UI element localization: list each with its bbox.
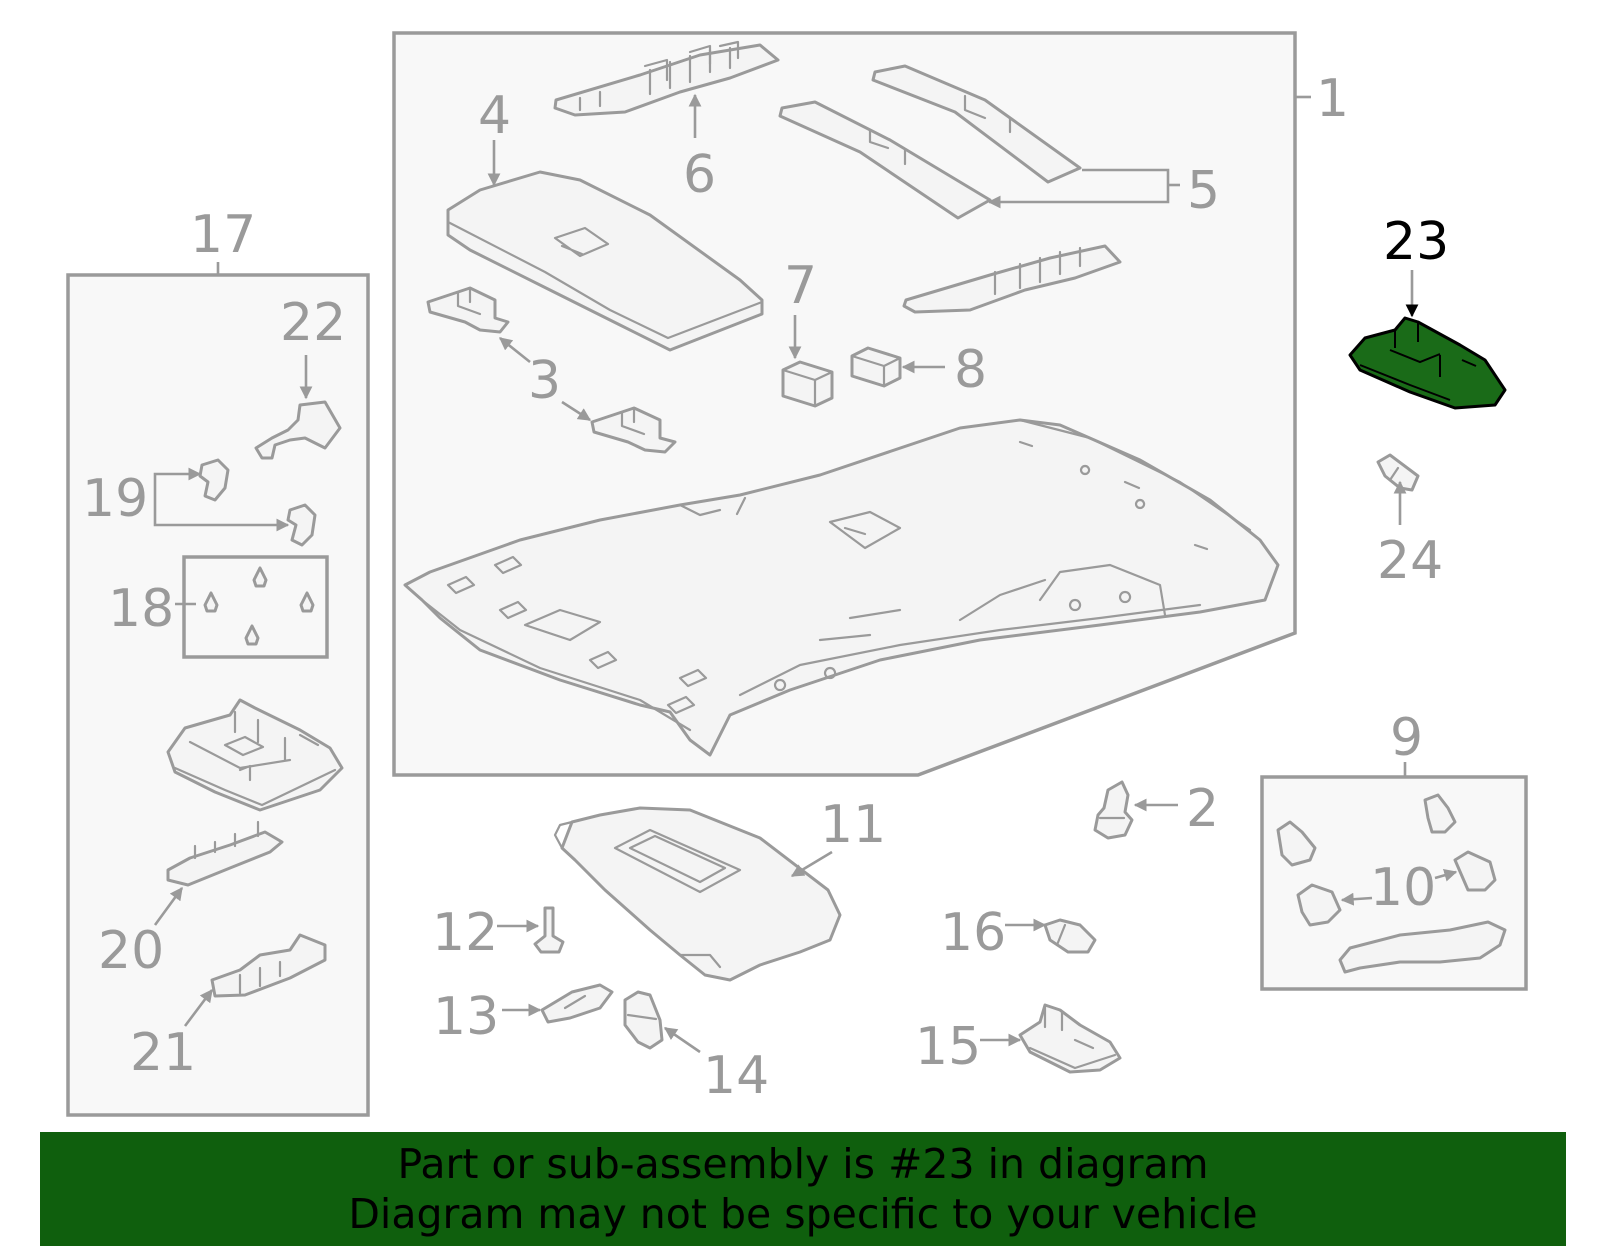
callout-21[interactable]: 21: [130, 1023, 196, 1083]
callout-8[interactable]: 8: [954, 340, 987, 400]
callout-4[interactable]: 4: [478, 86, 511, 146]
part-22-bracket[interactable]: [254, 400, 342, 460]
part-5-roof-strips[interactable]: [778, 64, 1082, 220]
part-8-block[interactable]: [850, 346, 902, 388]
part-16-bulb[interactable]: [1043, 918, 1097, 954]
callout-18[interactable]: 18: [108, 579, 174, 639]
footer-line-2: Diagram may not be specific to your vehi…: [348, 1190, 1258, 1238]
callout-24[interactable]: 24: [1377, 531, 1443, 591]
callout-5[interactable]: 5: [1187, 161, 1220, 221]
part-7-block[interactable]: [781, 360, 834, 408]
callout-1[interactable]: 1: [1316, 69, 1349, 129]
part-19-clips[interactable]: [198, 458, 317, 547]
callout-22[interactable]: 22: [280, 293, 346, 353]
footer-banner: Part or sub-assembly is #23 in diagram D…: [40, 1132, 1566, 1246]
callout-15[interactable]: 15: [915, 1017, 981, 1077]
part-14-holder[interactable]: [623, 990, 664, 1050]
map-lamp-housing[interactable]: [166, 698, 344, 812]
callout-16[interactable]: 16: [940, 903, 1006, 963]
callout-9[interactable]: 9: [1390, 708, 1423, 768]
part-15-vanity-lamp[interactable]: [1018, 1003, 1122, 1074]
callout-3[interactable]: 3: [528, 351, 561, 411]
part-6b-retainer[interactable]: [902, 244, 1122, 314]
callout-10[interactable]: 10: [1370, 858, 1436, 918]
part-10-grip-clips[interactable]: [1276, 793, 1497, 927]
part-3-clips[interactable]: [426, 286, 677, 454]
part-12-screw[interactable]: [533, 906, 565, 954]
callout-2[interactable]: 2: [1186, 779, 1219, 839]
part-20-bracket[interactable]: [166, 820, 284, 887]
callout-13[interactable]: 13: [433, 987, 499, 1047]
assist-grip-handle[interactable]: [1338, 920, 1507, 974]
part-23-highlighted-lamp[interactable]: [1348, 316, 1507, 410]
callout-19[interactable]: 19: [82, 469, 148, 529]
callout-7[interactable]: 7: [784, 256, 817, 316]
callout-6[interactable]: 6: [683, 145, 716, 205]
part-6-retainer[interactable]: [553, 40, 780, 117]
part-18-screws[interactable]: [203, 566, 315, 646]
callout-23[interactable]: 23: [1383, 212, 1449, 272]
part-11-sun-visor[interactable]: [553, 806, 842, 982]
callout-11[interactable]: 11: [820, 795, 886, 855]
callout-14[interactable]: 14: [703, 1046, 769, 1106]
part-4-panel[interactable]: [446, 170, 764, 352]
part-21-bracket[interactable]: [210, 933, 327, 998]
footer-line-1: Part or sub-assembly is #23 in diagram: [397, 1140, 1209, 1188]
headliner-shell[interactable]: [403, 418, 1280, 757]
part-2-clip[interactable]: [1093, 780, 1134, 840]
callout-12[interactable]: 12: [432, 903, 498, 963]
callout-20[interactable]: 20: [98, 921, 164, 981]
callout-17[interactable]: 17: [190, 205, 256, 265]
part-24-bulb[interactable]: [1376, 453, 1420, 492]
part-13-pad[interactable]: [540, 983, 614, 1024]
